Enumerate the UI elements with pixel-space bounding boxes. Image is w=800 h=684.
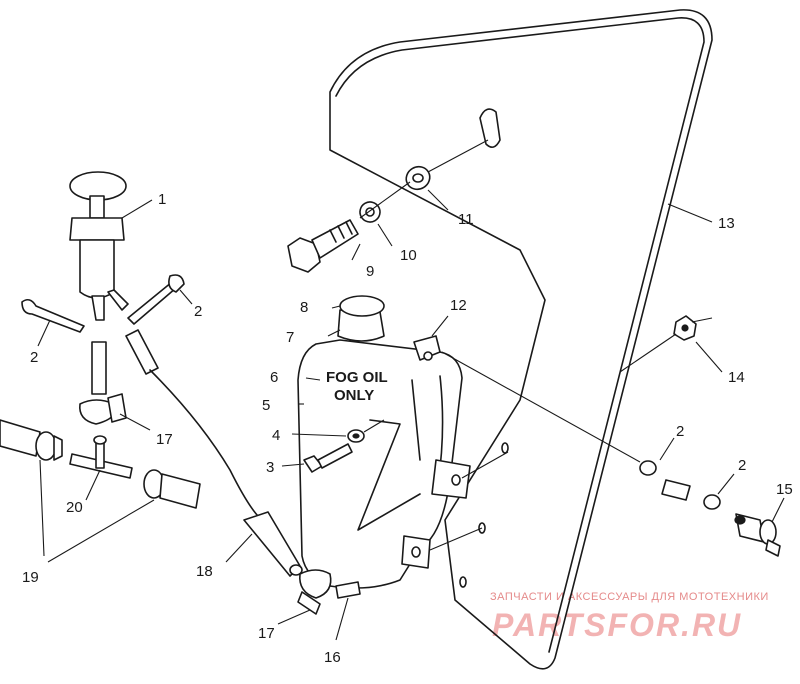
callout-2-vent-a: 2 (676, 423, 684, 440)
hole (501, 442, 509, 454)
tank-label-line2: ONLY (334, 387, 374, 404)
callout-17-top: 17 (156, 431, 173, 448)
callout-numbers: 1 2 2 2 2 3 4 5 6 7 8 9 10 11 12 13 14 1… (22, 191, 793, 666)
hose-clip-2-left (21, 298, 85, 333)
callout-4: 4 (272, 427, 280, 444)
hose-clip-2-right (127, 281, 177, 325)
tank-label-line1: FOG OIL (326, 369, 388, 386)
tank-bottom-fitting (297, 569, 361, 615)
callout-20: 20 (66, 499, 83, 516)
tank-cap-8 (339, 295, 385, 317)
callout-13: 13 (718, 215, 735, 232)
vent-parts (619, 315, 781, 557)
callout-19: 19 (22, 569, 39, 586)
callout-10: 10 (400, 247, 417, 264)
clip-2-b (703, 494, 721, 510)
pump-assembly (21, 171, 185, 425)
callout-6: 6 (270, 369, 278, 386)
callout-11: 11 (458, 211, 474, 228)
fuel-line-right (159, 473, 201, 509)
clamp-17-bottom (299, 569, 332, 599)
oil-tank: FOG OIL ONLY (297, 295, 641, 589)
callout-9: 9 (366, 263, 374, 280)
hole (459, 576, 467, 588)
hose-end (125, 329, 159, 375)
fitting-12 (413, 335, 441, 361)
callout-18: 18 (196, 563, 213, 580)
callout-16: 16 (324, 649, 341, 666)
fitting-16 (335, 581, 361, 599)
fuel-line-left (0, 419, 41, 457)
callout-8: 8 (300, 299, 308, 316)
watermark: ЗАПЧАСТИ И АКСЕССУАРЫ ДЛЯ МОТОТЕХНИКИ PA… (490, 591, 769, 643)
callout-15: 15 (776, 481, 793, 498)
oil-hose (149, 369, 303, 577)
callout-3: 3 (266, 459, 274, 476)
mount-bracket-upper (431, 459, 471, 499)
callout-2-pump-right: 2 (194, 303, 202, 320)
slot-hole (479, 108, 501, 148)
watermark-tagline: ЗАПЧАСТИ И АКСЕССУАРЫ ДЛЯ МОТОТЕХНИКИ (490, 591, 769, 603)
callout-5: 5 (262, 397, 270, 414)
callout-7: 7 (286, 329, 294, 346)
callout-2-vent-b: 2 (738, 457, 746, 474)
watermark-brand: PARTSFOR.RU (492, 607, 742, 643)
callout-leaders (37, 189, 785, 641)
hose-segment (91, 341, 107, 395)
tank-screw (303, 419, 385, 473)
callout-17-bottom: 17 (258, 625, 275, 642)
callout-14: 14 (728, 369, 745, 386)
fuel-line-assembly (0, 419, 201, 509)
callout-1: 1 (158, 191, 166, 208)
pump-nut (69, 217, 125, 241)
mounting-plate (329, 9, 713, 670)
tank-body (297, 339, 463, 589)
pump-body (79, 239, 115, 299)
fitting-19-left (35, 431, 57, 461)
bolt-head (287, 237, 321, 273)
callout-12: 12 (450, 297, 467, 314)
hose-piece (661, 479, 691, 501)
callout-2-pump-left: 2 (30, 349, 38, 366)
bolt-assembly (287, 139, 489, 273)
clip-2-a (639, 460, 657, 476)
tank-cap-base-7 (337, 309, 385, 342)
